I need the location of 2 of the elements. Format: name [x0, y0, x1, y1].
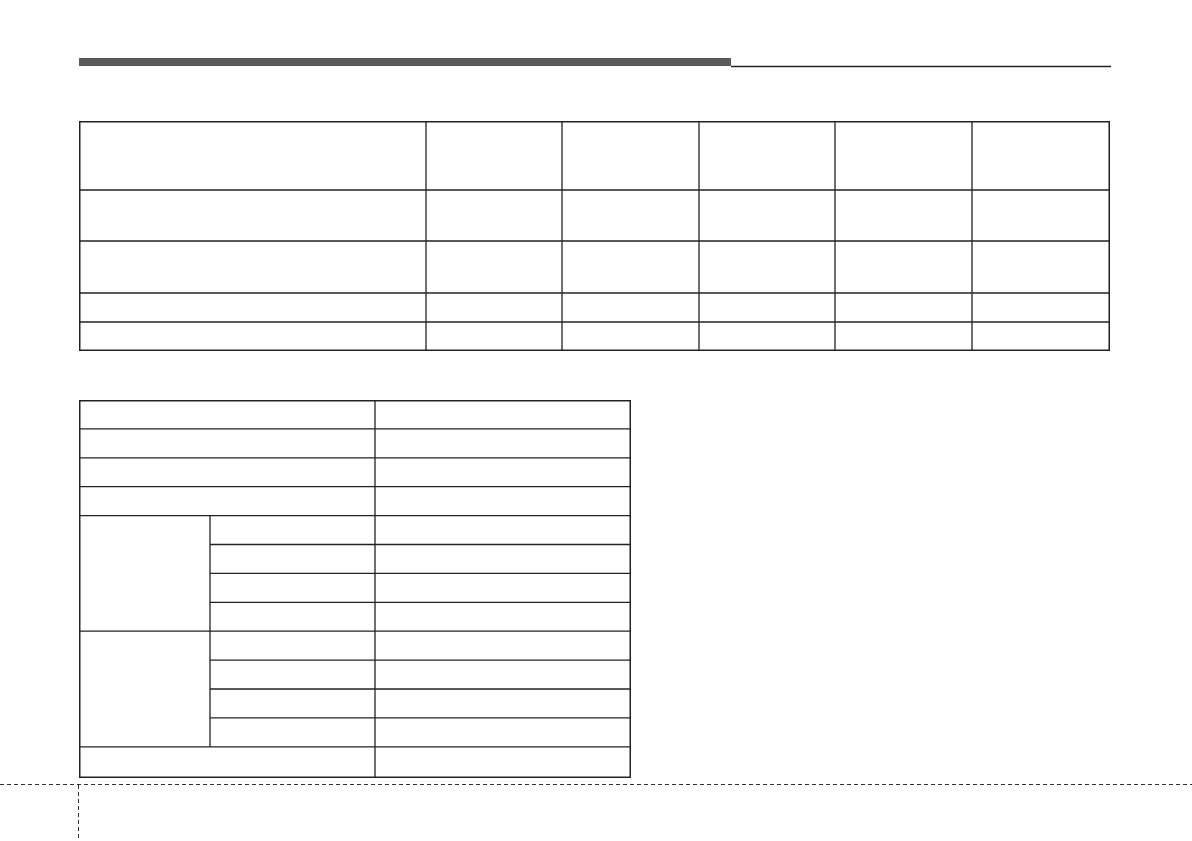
empty-table — [79, 400, 631, 778]
empty-table — [79, 121, 1110, 351]
